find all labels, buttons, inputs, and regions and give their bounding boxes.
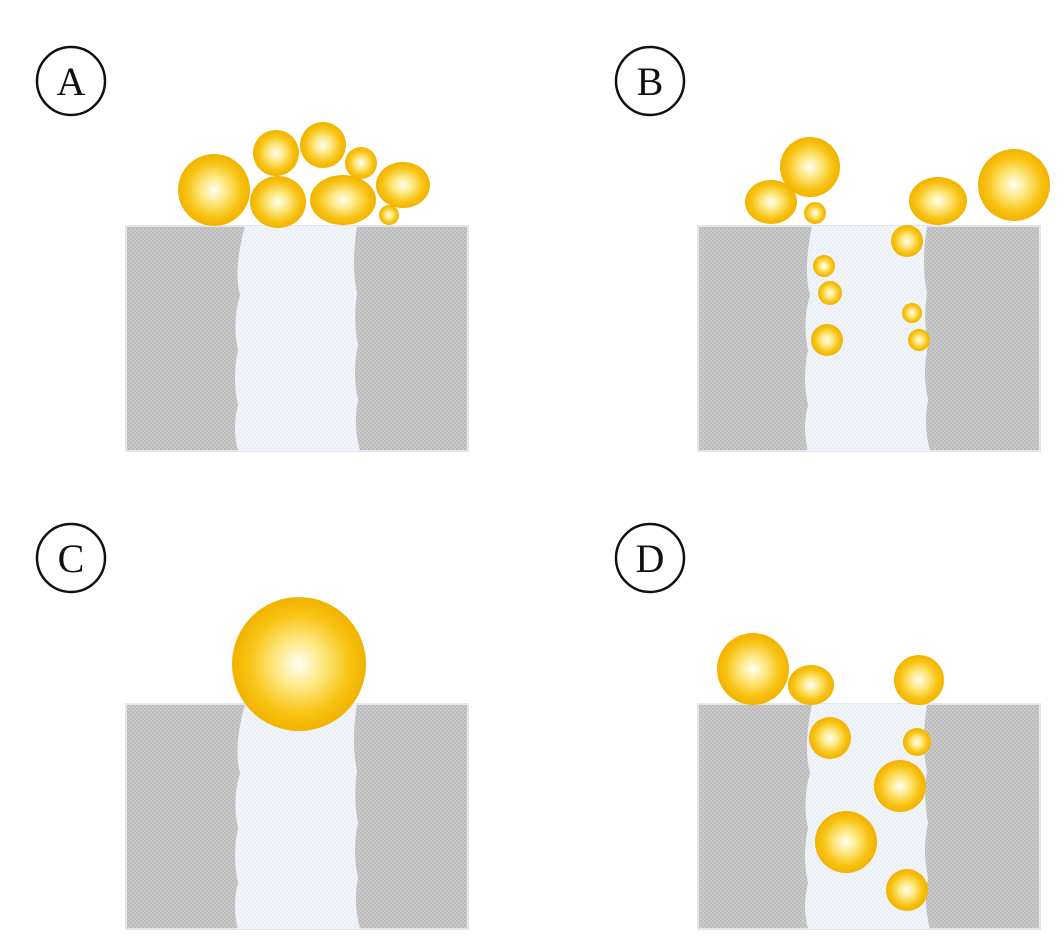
droplet <box>903 728 931 756</box>
panel-d-label: D <box>614 522 686 594</box>
panel-a-label: A <box>35 45 107 117</box>
droplet <box>745 180 797 224</box>
droplet <box>894 655 944 705</box>
panel-b-label: B <box>614 45 686 117</box>
droplet <box>178 154 250 226</box>
panel-c-label: C <box>35 522 107 594</box>
droplet <box>809 717 851 759</box>
droplet <box>874 760 926 812</box>
droplet <box>815 811 877 873</box>
droplet <box>376 162 430 208</box>
droplet <box>310 175 376 225</box>
droplet <box>804 202 826 224</box>
droplet <box>886 869 928 911</box>
panel-d: D <box>614 522 1041 930</box>
droplet <box>818 281 842 305</box>
droplet <box>909 177 967 225</box>
panel-b: B <box>614 45 1050 452</box>
panel-c-pore <box>235 704 360 929</box>
droplet <box>300 122 346 168</box>
panel-d-label-text: D <box>636 536 665 581</box>
droplet <box>780 137 840 197</box>
droplet <box>788 665 834 705</box>
panel-b-label-text: B <box>637 59 664 104</box>
droplet <box>253 130 299 176</box>
panel-a-label-text: A <box>57 59 86 104</box>
panel-b-pore <box>805 226 930 451</box>
droplet <box>902 303 922 323</box>
droplet <box>379 205 399 225</box>
droplet <box>811 324 843 356</box>
droplet <box>978 149 1050 221</box>
droplet <box>908 329 930 351</box>
panel-c: C <box>35 522 469 930</box>
droplet <box>345 147 377 179</box>
panel-c-label-text: C <box>58 536 85 581</box>
panel-a-pore <box>235 226 360 451</box>
droplet <box>891 225 923 257</box>
droplet <box>717 633 789 705</box>
panel-a: A <box>35 45 469 452</box>
large-droplet <box>232 597 366 731</box>
droplet <box>813 255 835 277</box>
droplet <box>250 176 306 228</box>
